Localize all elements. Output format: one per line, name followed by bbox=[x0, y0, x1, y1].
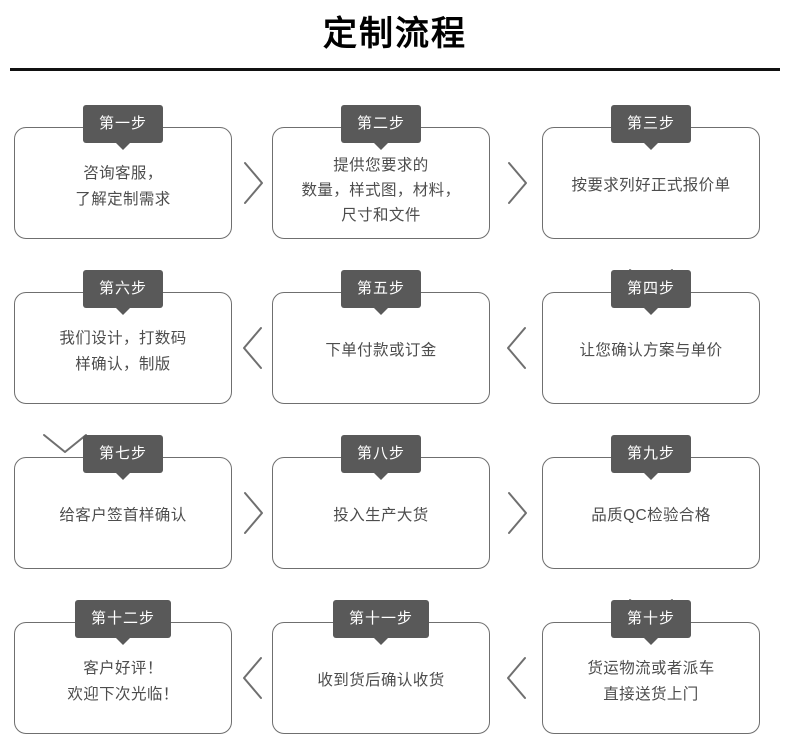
step-badge: 第十二步 bbox=[74, 600, 172, 638]
flow-step-6[interactable]: 我们设计，打数码 样确认，制版 第六步 bbox=[14, 270, 232, 404]
chevron-left-icon bbox=[500, 650, 534, 706]
step-text: 我们设计，打数码 样确认，制版 bbox=[59, 330, 187, 373]
step-box[interactable]: 货运物流或者派车 直接送货上门 bbox=[542, 622, 760, 734]
step-text: 收到货后确认收货 bbox=[317, 672, 445, 689]
flow-row-3: 给客户签首样确认 第七步 投入生产大货 第八步 品质QC检验合格 第九步 bbox=[0, 435, 790, 618]
step-badge: 第八步 bbox=[340, 435, 422, 473]
chevron-right-icon bbox=[500, 485, 534, 541]
step-badge: 第六步 bbox=[82, 270, 164, 308]
flow-step-4[interactable]: 让您确认方案与单价 第四步 bbox=[542, 270, 760, 404]
step-text: 下单付款或订金 bbox=[325, 342, 437, 359]
step-text: 提供您要求的 数量，样式图，材料， 尺寸和文件 bbox=[301, 156, 461, 224]
step-badge: 第九步 bbox=[610, 435, 692, 473]
flow-row-1: 咨询客服， 了解定制需求 第一步 提供您要求的 数量，样式图，材料， 尺寸和文件… bbox=[0, 105, 790, 288]
step-badge: 第一步 bbox=[82, 105, 164, 143]
chevron-right-icon bbox=[236, 485, 270, 541]
step-badge: 第四步 bbox=[610, 270, 692, 308]
page-header: 定制流程 bbox=[0, 0, 790, 71]
step-box[interactable]: 咨询客服， 了解定制需求 bbox=[14, 127, 232, 239]
flow-step-2[interactable]: 提供您要求的 数量，样式图，材料， 尺寸和文件 第二步 bbox=[272, 105, 490, 239]
flow-step-12[interactable]: 客户好评！ 欢迎下次光临！ 第十二步 bbox=[14, 600, 232, 734]
chevron-right-icon bbox=[500, 155, 534, 211]
step-text: 咨询客服， 了解定制需求 bbox=[75, 165, 171, 208]
process-flow-diagram: 咨询客服， 了解定制需求 第一步 提供您要求的 数量，样式图，材料， 尺寸和文件… bbox=[0, 71, 790, 734]
step-badge: 第三步 bbox=[610, 105, 692, 143]
title-divider bbox=[10, 68, 780, 71]
step-text: 投入生产大货 bbox=[333, 507, 429, 524]
flow-step-3[interactable]: 按要求列好正式报价单 第三步 bbox=[542, 105, 760, 239]
flow-step-1[interactable]: 咨询客服， 了解定制需求 第一步 bbox=[14, 105, 232, 239]
chevron-left-icon bbox=[236, 650, 270, 706]
flow-step-8[interactable]: 投入生产大货 第八步 bbox=[272, 435, 490, 569]
step-text: 按要求列好正式报价单 bbox=[571, 177, 731, 194]
flow-step-11[interactable]: 收到货后确认收货 第十一步 bbox=[272, 600, 490, 734]
step-text: 让您确认方案与单价 bbox=[579, 342, 723, 359]
step-badge: 第十步 bbox=[610, 600, 692, 638]
flow-step-7[interactable]: 给客户签首样确认 第七步 bbox=[14, 435, 232, 569]
flow-row-2: 我们设计，打数码 样确认，制版 第六步 下单付款或订金 第五步 让您确认方案与单… bbox=[0, 270, 790, 453]
step-badge: 第二步 bbox=[340, 105, 422, 143]
step-text: 货运物流或者派车 直接送货上门 bbox=[587, 660, 715, 703]
flow-step-9[interactable]: 品质QC检验合格 第九步 bbox=[542, 435, 760, 569]
flow-row-4: 客户好评！ 欢迎下次光临！ 第十二步 收到货后确认收货 第十一步 货运物流或者派… bbox=[0, 600, 790, 734]
flow-step-5[interactable]: 下单付款或订金 第五步 bbox=[272, 270, 490, 404]
step-text: 品质QC检验合格 bbox=[591, 507, 711, 524]
step-box[interactable]: 按要求列好正式报价单 bbox=[542, 127, 760, 239]
step-badge: 第七步 bbox=[82, 435, 164, 473]
step-badge: 第五步 bbox=[340, 270, 422, 308]
flow-step-10[interactable]: 货运物流或者派车 直接送货上门 第十步 bbox=[542, 600, 760, 734]
chevron-down-icon bbox=[36, 426, 94, 460]
chevron-left-icon bbox=[500, 320, 534, 376]
step-text: 客户好评！ 欢迎下次光临！ bbox=[67, 660, 179, 703]
chevron-right-icon bbox=[236, 155, 270, 211]
step-box[interactable]: 我们设计，打数码 样确认，制版 bbox=[14, 292, 232, 404]
chevron-left-icon bbox=[236, 320, 270, 376]
step-badge: 第十一步 bbox=[332, 600, 430, 638]
step-text: 给客户签首样确认 bbox=[59, 507, 187, 524]
page-title: 定制流程 bbox=[323, 15, 467, 53]
